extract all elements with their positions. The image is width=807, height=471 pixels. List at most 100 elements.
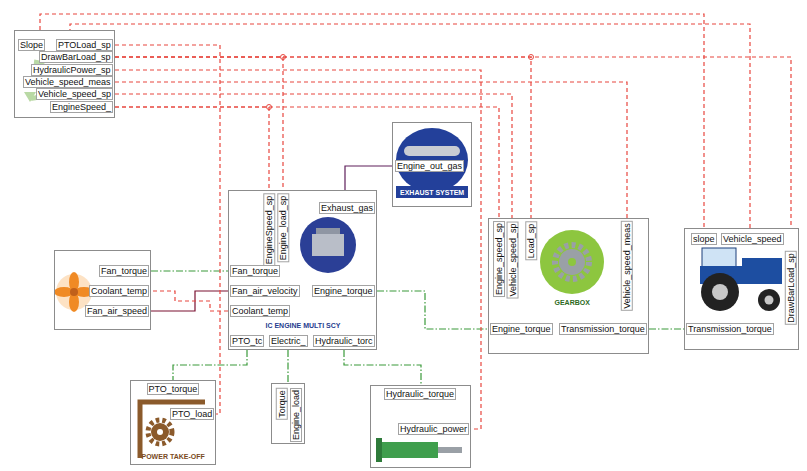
exhaust-disc bbox=[396, 128, 468, 192]
gear-hole bbox=[568, 258, 576, 266]
engine-icon bbox=[300, 217, 356, 273]
signal-link bbox=[115, 82, 627, 218]
icon-caption: GEARBOX bbox=[555, 299, 590, 307]
signal-link bbox=[115, 57, 791, 228]
port-label: Coolant_temp bbox=[89, 285, 149, 297]
port-label: Engine_speed_sp bbox=[493, 221, 505, 297]
port-label: Vehicle_speed_meas bbox=[621, 221, 633, 311]
torque-link bbox=[173, 350, 247, 380]
port-label: Vehicle_speed_sp bbox=[36, 88, 113, 100]
icon-caption: EXHAUST SYSTEM bbox=[400, 189, 464, 197]
port-label: Fan_air_speed bbox=[85, 305, 149, 317]
engine-block bbox=[312, 234, 344, 256]
exhaust-pipe bbox=[404, 146, 460, 156]
tractor-hood bbox=[742, 258, 782, 268]
port-label: slope bbox=[691, 233, 717, 245]
torque-link bbox=[287, 350, 288, 383]
wheel-hub bbox=[712, 284, 728, 300]
rear-wheel bbox=[701, 273, 739, 311]
port-label: DrawBarLoad_sp bbox=[785, 251, 797, 325]
signal-link bbox=[115, 57, 283, 190]
port-label: Fan_air_velocity bbox=[230, 285, 300, 297]
port-label: Coolant_temp bbox=[230, 305, 290, 317]
port-label: Slope bbox=[18, 39, 45, 51]
port-label: Fan_torque bbox=[99, 265, 149, 277]
gear bbox=[559, 249, 585, 275]
port-label: Engine_torque bbox=[312, 285, 375, 297]
port-label: PTO_torque bbox=[147, 383, 200, 395]
port-label: Engine_out_gas bbox=[395, 160, 464, 172]
electric-load-block: TorqueEngine_load bbox=[271, 383, 305, 444]
caption-band bbox=[396, 186, 468, 198]
port-label: Transmission_torque bbox=[686, 323, 774, 335]
port-label: Engine_load_sp bbox=[277, 193, 289, 262]
port-label: Torque bbox=[276, 388, 288, 420]
gearbox-block: Engine_speed_spVehicle_speed_sp Load_sp Ve… bbox=[488, 218, 649, 354]
gear-teeth bbox=[148, 420, 172, 444]
engine-head bbox=[316, 228, 340, 234]
tractor-icon bbox=[700, 248, 782, 311]
icon-caption: IC ENGINE MULTI SCY bbox=[266, 322, 341, 330]
port-label: HydraulicPower_sp bbox=[31, 64, 113, 76]
tractor-block: slope Vehicle_speedDrawBarLoad_spTransmis… bbox=[684, 228, 799, 350]
port-label: Exhaust_gas bbox=[319, 202, 375, 214]
signal-link bbox=[115, 94, 512, 218]
hydraulic-icon bbox=[376, 438, 462, 462]
cylinder-end bbox=[376, 438, 382, 462]
port-label: EngineSpeed_ bbox=[50, 101, 113, 113]
exhaust-block: Engine_out_gasEXHAUST SYSTEM bbox=[392, 122, 472, 207]
torque-link bbox=[344, 350, 421, 385]
port-label: Hydraulic_torc bbox=[313, 335, 375, 347]
exhaust-link bbox=[345, 166, 392, 190]
port-label: Hydraulic_torque bbox=[384, 388, 456, 400]
cylinder bbox=[382, 442, 438, 458]
port-label: DrawBarLoad_sp bbox=[39, 51, 113, 63]
signal-link bbox=[70, 24, 750, 228]
setpoint-block: Slope PTOLoad_spDrawBarLoad_spHydraulicPo… bbox=[14, 30, 115, 118]
gear-hole bbox=[157, 429, 163, 435]
torque-link bbox=[649, 328, 684, 329]
icon-caption: POWER TAKE-OFF bbox=[142, 453, 205, 461]
port-label: Engine_load bbox=[290, 388, 302, 442]
wheel-hub bbox=[765, 296, 774, 305]
port-label: Load_sp bbox=[525, 221, 537, 260]
piston-rod bbox=[438, 447, 462, 453]
port-label: PTO_tc bbox=[230, 335, 264, 347]
port-label: EngineSpeed_sp bbox=[263, 193, 275, 266]
torque-link bbox=[151, 270, 228, 271]
gearbox-icon bbox=[540, 230, 604, 294]
air-link bbox=[151, 291, 228, 311]
signal-link bbox=[40, 14, 704, 228]
port-label: PTO_load bbox=[170, 408, 214, 420]
port-label: PTOLoad_sp bbox=[56, 39, 113, 51]
port-label: Vehicle_speed_meas bbox=[23, 76, 113, 88]
exhaust-icon bbox=[396, 128, 468, 198]
torque-link bbox=[377, 291, 488, 329]
port-label: Electric_ bbox=[269, 335, 308, 347]
signal-link bbox=[115, 45, 220, 414]
engine-disc bbox=[300, 217, 356, 273]
port-label: Vehicle_speed bbox=[721, 233, 784, 245]
pto-block: PTO_torquePTO_loadPOWER TAKE-OFF bbox=[130, 380, 216, 465]
port-label: Engine_torque bbox=[490, 323, 553, 335]
fan-hub bbox=[70, 288, 78, 296]
port-label: Vehicle_speed_sp bbox=[506, 221, 518, 298]
port-label: Transmission_torque bbox=[559, 323, 647, 335]
signal-link bbox=[151, 291, 228, 311]
gearbox-disc bbox=[540, 230, 604, 294]
signal-link bbox=[115, 57, 531, 218]
arrow-head bbox=[24, 92, 36, 102]
tractor-cab bbox=[702, 248, 736, 268]
signal-link bbox=[115, 107, 269, 190]
gear bbox=[151, 423, 169, 441]
front-wheel bbox=[758, 289, 780, 311]
cooling-block: Fan_torqueCoolant_tempFan_air_speed bbox=[54, 250, 151, 330]
signal-link bbox=[115, 107, 499, 218]
port-label: Fan_torque bbox=[230, 265, 280, 277]
gear-teeth bbox=[555, 245, 589, 279]
engine-block: EngineSpeed_spEngine_load_sp Exhaust_gasF… bbox=[228, 190, 377, 350]
signal-link bbox=[115, 70, 481, 429]
